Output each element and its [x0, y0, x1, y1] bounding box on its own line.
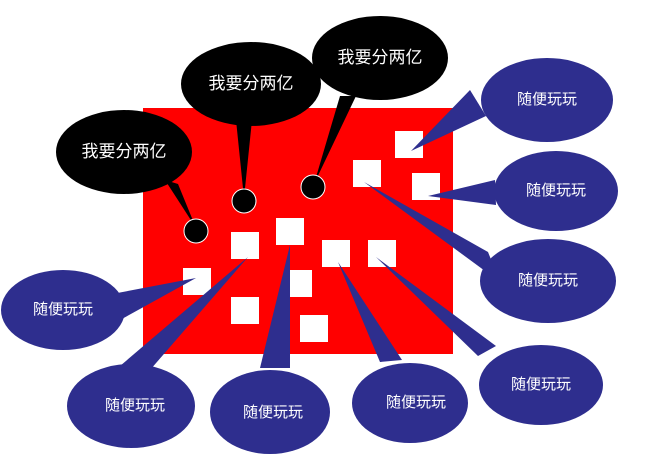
bubble-body	[494, 151, 618, 231]
bubble-body	[352, 363, 468, 443]
bubble-body	[1, 270, 125, 350]
bubble-tail	[120, 257, 248, 370]
tail-dot	[300, 174, 326, 200]
bubble-tail	[364, 182, 500, 282]
bubble-body	[56, 110, 192, 194]
bubble-body	[481, 58, 613, 142]
bubble-body	[480, 239, 616, 323]
bubble-tail	[376, 257, 496, 356]
white-square	[231, 297, 259, 324]
bubble-tail	[112, 278, 196, 320]
bubble-tail	[260, 245, 290, 368]
blue-bubble	[428, 151, 618, 231]
dark-bubble	[300, 16, 448, 200]
white-square	[368, 240, 396, 267]
blue-bubble	[411, 58, 613, 151]
bubble-tail	[165, 180, 196, 228]
white-square	[300, 315, 328, 342]
blue-bubble	[376, 257, 603, 425]
tail-dot	[231, 188, 257, 214]
bubble-body	[67, 364, 195, 448]
bubble-tail	[314, 96, 356, 184]
white-square	[276, 218, 304, 245]
blue-bubble	[364, 182, 616, 323]
bubble-tail	[338, 262, 402, 362]
bubble-body	[210, 370, 330, 454]
bubble-tail	[428, 180, 496, 205]
bubble-tail	[236, 120, 252, 198]
dark-bubble	[181, 42, 321, 214]
bubble-body	[312, 16, 448, 100]
blue-bubble	[210, 245, 330, 454]
dark-bubble	[56, 110, 209, 244]
blue-bubble	[67, 257, 248, 448]
bubble-tail	[411, 90, 486, 151]
white-square	[322, 240, 350, 267]
bubble-body	[181, 42, 321, 126]
blue-bubble	[338, 262, 468, 443]
white-square	[231, 232, 259, 259]
bubble-body	[479, 345, 603, 425]
blue-bubble	[1, 270, 196, 350]
white-square	[353, 160, 381, 187]
tail-dot	[183, 218, 209, 244]
